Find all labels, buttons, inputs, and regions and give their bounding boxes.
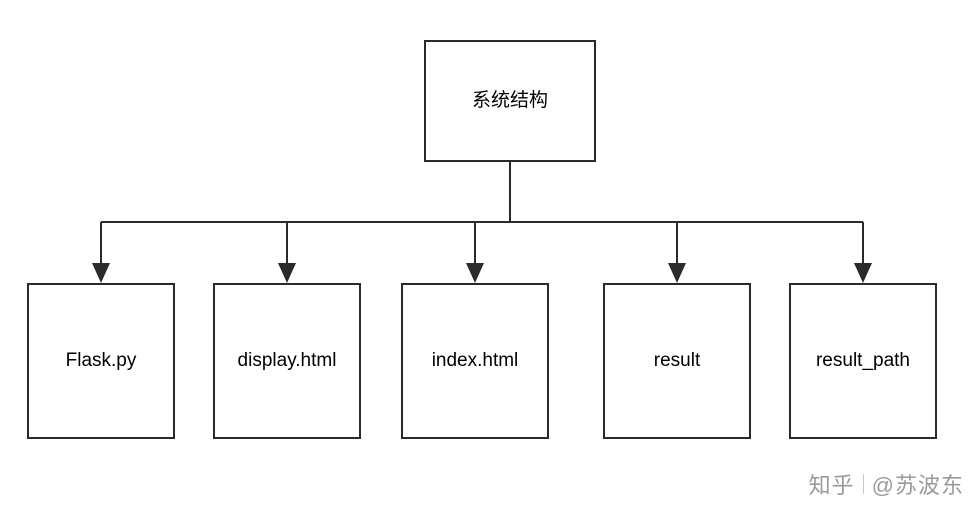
arrowhead-4 bbox=[668, 263, 686, 283]
arrowhead-1 bbox=[92, 263, 110, 283]
node-flask-py[interactable]: Flask.py bbox=[27, 283, 175, 439]
node-result-path[interactable]: result_path bbox=[789, 283, 937, 439]
arrowhead-3 bbox=[466, 263, 484, 283]
node-result[interactable]: result bbox=[603, 283, 751, 439]
watermark-handle: @苏波东 bbox=[871, 473, 964, 498]
watermark: 知乎 @苏波东 bbox=[809, 468, 964, 500]
node-display-html[interactable]: display.html bbox=[213, 283, 361, 439]
arrowhead-5 bbox=[854, 263, 872, 283]
node-root[interactable]: 系统结构 bbox=[424, 40, 596, 162]
zhihu-logo-icon: 知乎 bbox=[808, 473, 855, 498]
node-index-html[interactable]: index.html bbox=[401, 283, 549, 439]
arrowhead-2 bbox=[278, 263, 296, 283]
watermark-divider bbox=[862, 474, 864, 494]
